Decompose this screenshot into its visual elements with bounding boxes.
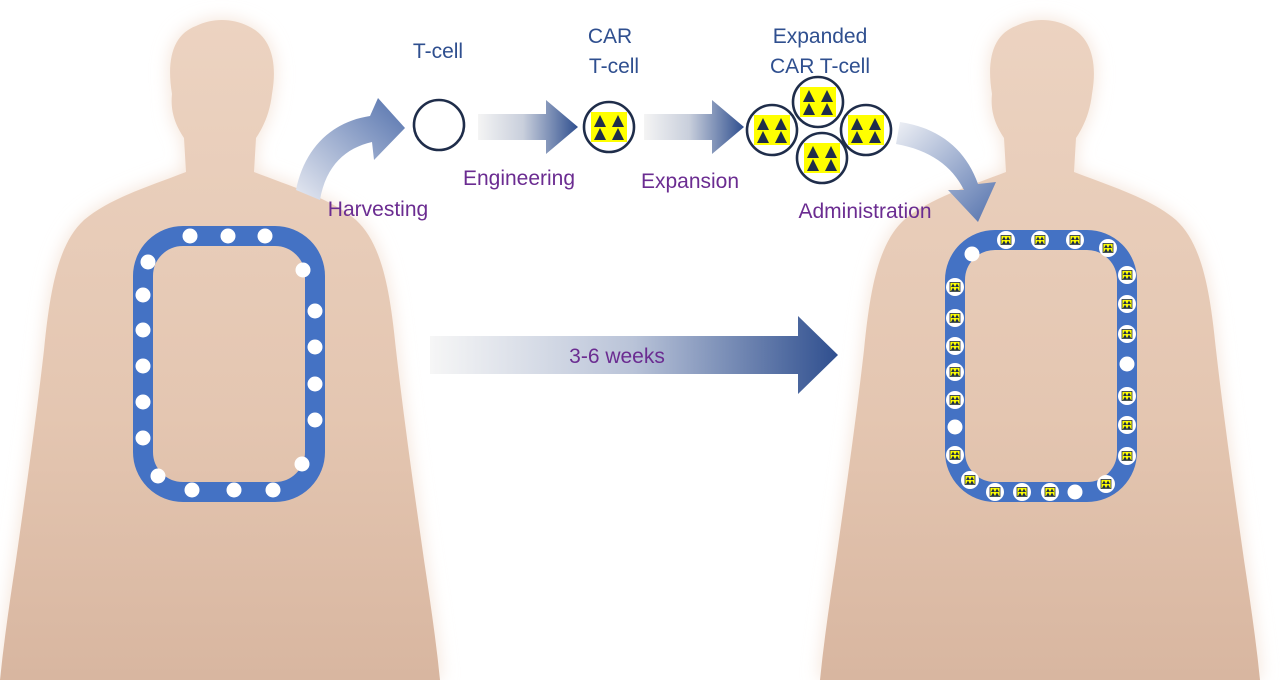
car-t-cells-in-blood-after <box>945 230 1137 502</box>
timeline-arrow <box>430 316 838 394</box>
timeline-duration-label: 3-6 weeks <box>569 345 665 368</box>
harvesting-label: Harvesting <box>328 198 428 221</box>
t-cell-icon <box>412 98 466 152</box>
expanded-car-t-cells-icon <box>745 75 893 185</box>
administration-label: Administration <box>798 200 931 223</box>
t-cell-label: T-cell <box>413 40 463 63</box>
engineering-label: Engineering <box>463 167 575 190</box>
engineering-arrow <box>478 100 578 154</box>
expansion-label: Expansion <box>641 170 739 193</box>
car-t-cell-label-line2: T-cell <box>589 55 639 78</box>
expanded-car-t-cell-label-line2: CAR T-cell <box>770 55 870 78</box>
t-cells-in-blood-before <box>135 228 323 498</box>
harvesting-arrow <box>296 98 405 200</box>
administration-arrow <box>896 122 996 222</box>
expansion-arrow <box>644 100 744 154</box>
expanded-car-t-cell-label-line1: Expanded <box>773 25 868 48</box>
car-t-cell-label-line1: CAR <box>588 25 632 48</box>
car-t-cell-icon <box>582 100 636 154</box>
